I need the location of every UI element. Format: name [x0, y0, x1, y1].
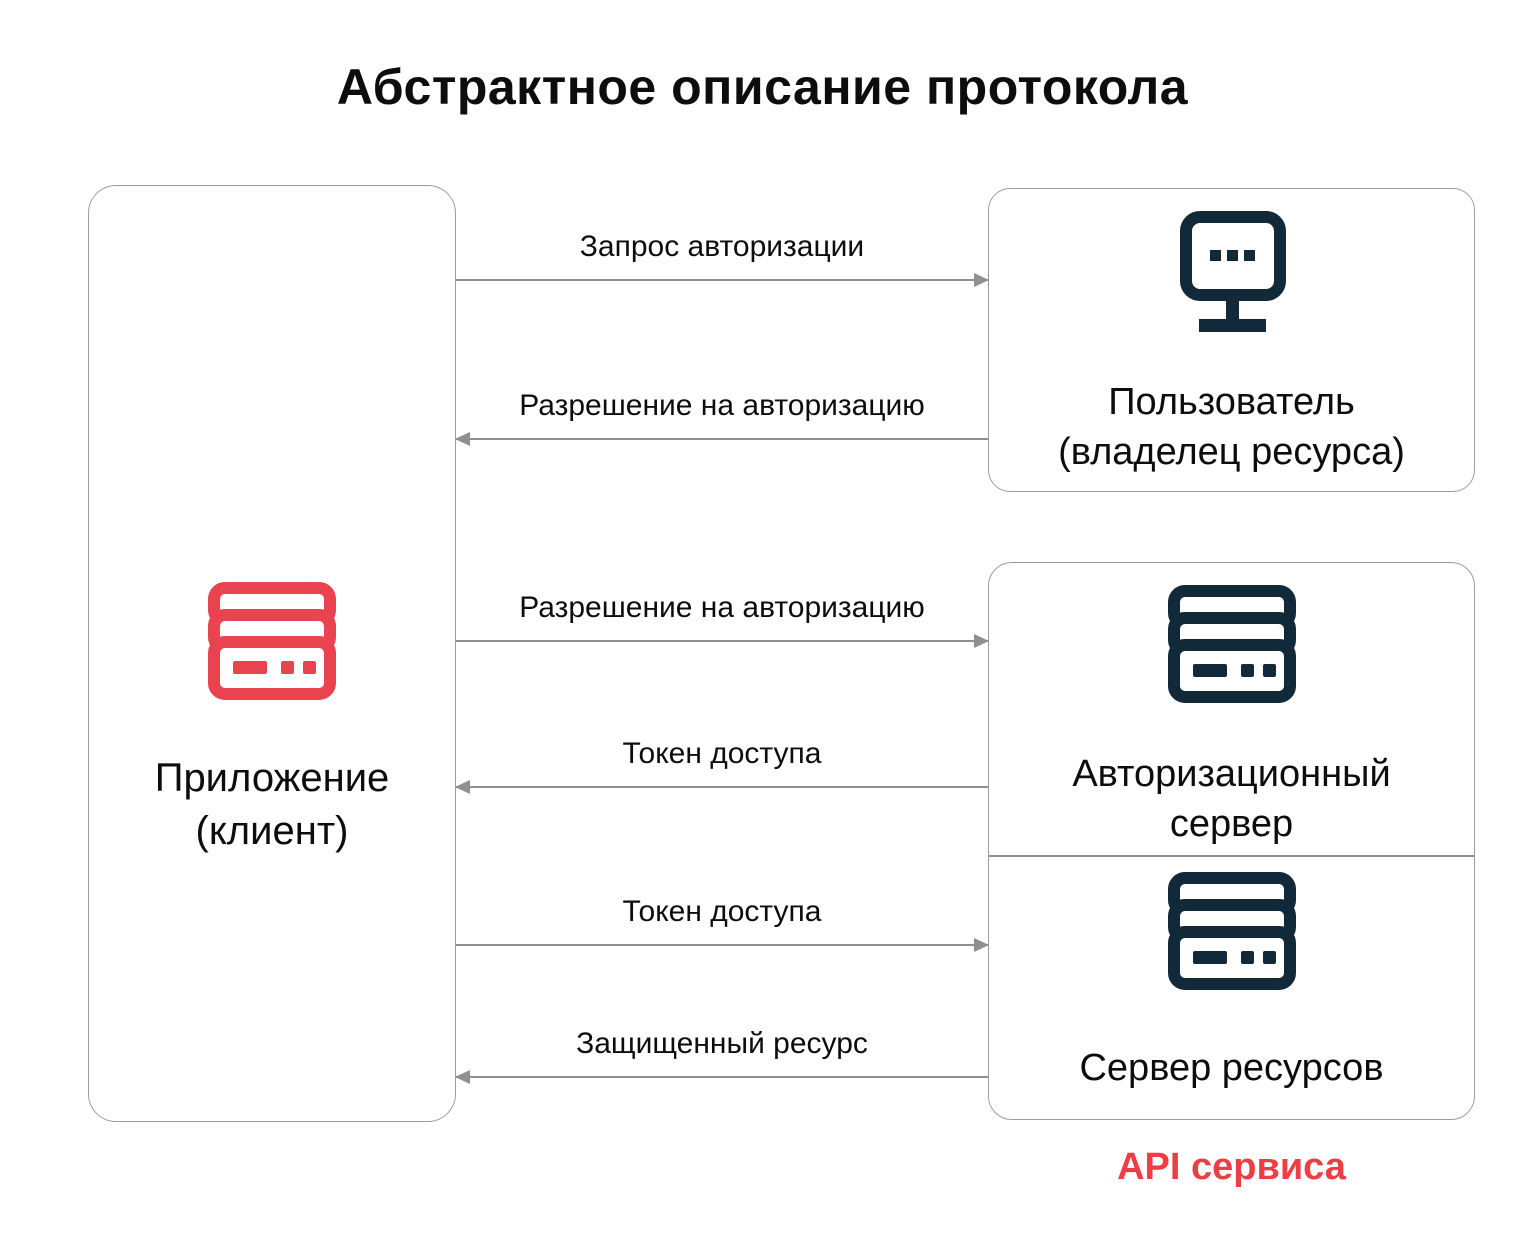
auth-server-node: Авторизационный сервер: [989, 563, 1474, 857]
message-label: Разрешение на авторизацию: [519, 591, 925, 624]
monitor-icon: [1162, 209, 1302, 349]
arrowhead-right-icon: [974, 634, 989, 648]
api-service-group: Авторизационный сервер: [988, 562, 1475, 1120]
message-label: Запрос авторизации: [579, 230, 865, 263]
arrow-line: [456, 273, 989, 287]
api-service-caption: API сервиса: [1117, 1146, 1346, 1188]
client-node-label: Приложение (клиент): [89, 752, 455, 858]
message-authorization-grant-to-client: Разрешение на авторизацию: [455, 386, 988, 446]
user-label-line1: Пользователь: [1108, 381, 1355, 423]
arrowhead-left-icon: [455, 780, 470, 794]
message-label: Защищенный ресурс: [576, 1027, 868, 1060]
arrowhead-left-icon: [455, 1070, 470, 1084]
arrow-line: [456, 634, 989, 648]
message-label: Разрешение на авторизацию: [519, 389, 925, 422]
arrow-line: [455, 1070, 988, 1084]
server-stack-icon-red: [202, 581, 342, 721]
client-label-line1: Приложение: [154, 756, 390, 800]
user-node-label: Пользователь (владелец ресурса): [989, 377, 1474, 477]
user-label-line2: (владелец ресурса): [1058, 431, 1405, 474]
message-access-token-to-client: Токен доступа: [455, 734, 988, 794]
message-protected-resource: Защищенный ресурс: [455, 1024, 988, 1084]
message-access-token-to-resource: Токен доступа: [456, 892, 989, 952]
arrowhead-right-icon: [974, 273, 989, 287]
diagram-title: Абстрактное описание протокола: [336, 59, 1189, 115]
resource-server-label: Сервер ресурсов: [1079, 1047, 1384, 1089]
message-label: Токен доступа: [622, 895, 822, 928]
arrowhead-right-icon: [974, 938, 989, 952]
arrow-line: [456, 938, 989, 952]
server-stack-icon-dark: [1162, 584, 1302, 724]
auth-server-label-line2: сервер: [1169, 803, 1294, 846]
auth-server-label-line1: Авторизационный: [1072, 753, 1391, 795]
arrow-line: [455, 780, 988, 794]
server-stack-icon-dark: [1162, 871, 1302, 1011]
resource-server-node: Сервер ресурсов: [989, 857, 1474, 1119]
arrow-line: [455, 432, 988, 446]
client-node: Приложение (клиент): [88, 185, 456, 1122]
client-label-line2: (клиент): [195, 808, 349, 853]
arrowhead-left-icon: [455, 432, 470, 446]
message-label: Токен доступа: [622, 737, 822, 770]
message-authorization-grant-to-server: Разрешение на авторизацию: [456, 588, 989, 648]
auth-server-label: Авторизационный сервер: [989, 749, 1474, 849]
message-authorization-request: Запрос авторизации: [456, 227, 989, 287]
user-node: Пользователь (владелец ресурса): [988, 188, 1475, 492]
